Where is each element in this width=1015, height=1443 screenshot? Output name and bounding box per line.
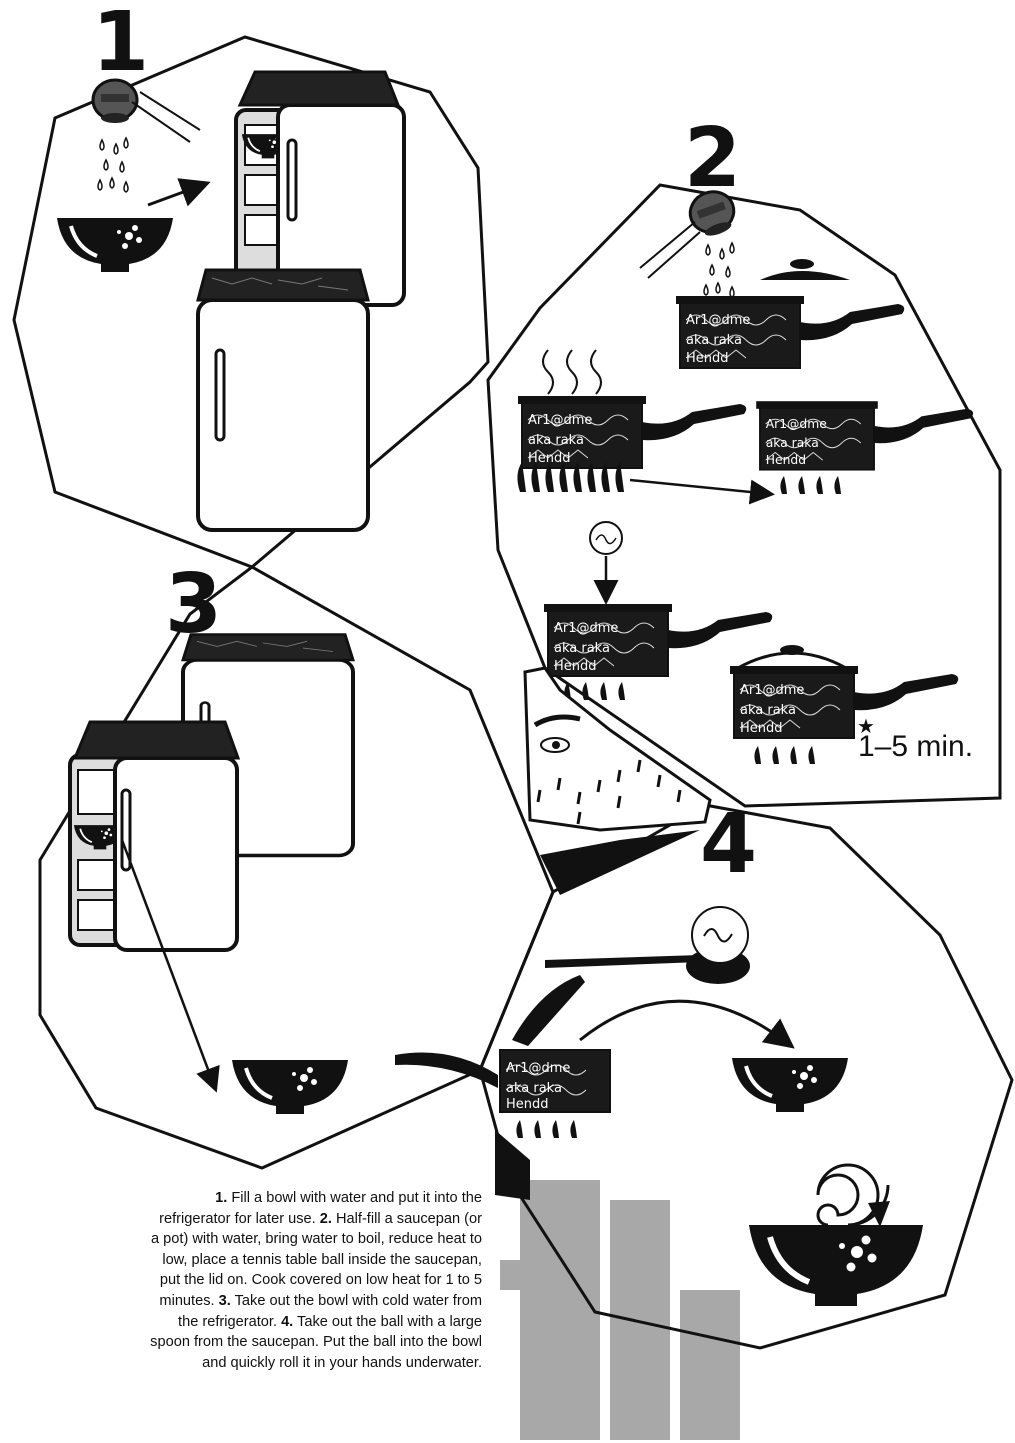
arrow-icon (148, 184, 205, 205)
saucepan-covered-icon: Ar1@dme aka raka Hendd (730, 666, 958, 738)
bowl-icon (57, 218, 173, 272)
man-face-illustration (525, 668, 710, 830)
svg-text:aka raka: aka raka (766, 436, 819, 450)
saucepan-with-ball-icon: Ar1@dme aka raka Hendd (544, 604, 772, 676)
fridge-open-icon (70, 722, 238, 950)
svg-text:Ar1@dme: Ar1@dme (686, 313, 750, 328)
arrow-icon (580, 1001, 790, 1045)
step-1-number: 1 (92, 0, 149, 90)
fridge-closed-icon (198, 270, 368, 530)
steam-icon (543, 350, 601, 394)
ball-icon (590, 522, 622, 554)
water-drops-icon (98, 138, 128, 192)
svg-text:Ar1@dme: Ar1@dme (766, 417, 827, 431)
step-2-illustration: Ar1@dme aka raka Hendd Ar1@dme aka raka … (517, 186, 973, 764)
step-1-illustration (57, 72, 404, 530)
low-flame-icon (754, 746, 815, 764)
svg-text:aka raka: aka raka (506, 1081, 562, 1096)
svg-text:Hendd: Hendd (554, 659, 597, 674)
ball-icon (692, 907, 748, 963)
saucepan-boiling-icon: Ar1@dme aka raka Hendd (518, 396, 746, 468)
large-bowl-icon (749, 1225, 923, 1306)
saucepan-low-heat-icon: Ar1@dme aka raka Hendd (756, 401, 973, 469)
svg-text:Hendd: Hendd (766, 453, 806, 467)
timer-label: 1–5 min. (858, 730, 973, 763)
saucepan-icon: Ar1@dme aka raka Hendd (676, 296, 904, 368)
low-flame-icon (516, 1120, 577, 1138)
instructions-text: 1. Fill a bowl with water and put it int… (150, 1188, 482, 1373)
bowl-icon (732, 1058, 848, 1112)
svg-text:Ar1@dme: Ar1@dme (554, 621, 618, 636)
faucet-icon (93, 80, 137, 123)
svg-text:Hendd: Hendd (506, 1097, 549, 1112)
svg-text:aka raka: aka raka (740, 703, 796, 718)
svg-text:Ar1@dme: Ar1@dme (740, 683, 804, 698)
background-figure-dark (495, 830, 700, 1200)
low-flame-icon (564, 682, 625, 700)
svg-text:aka raka: aka raka (686, 333, 742, 348)
lid-icon (738, 645, 846, 668)
svg-text:Hendd: Hendd (686, 351, 729, 366)
svg-text:aka raka: aka raka (528, 433, 584, 448)
svg-text:aka raka: aka raka (554, 641, 610, 656)
svg-text:Ar1@dme: Ar1@dme (528, 413, 592, 428)
step-3-illustration (70, 635, 353, 1115)
lid-icon (760, 259, 850, 280)
saucepan-icon: Ar1@dme aka raka Hendd (500, 1050, 610, 1112)
bowl-icon (232, 1060, 348, 1114)
svg-text:Hendd: Hendd (740, 721, 783, 736)
lid-icon (512, 975, 585, 1046)
low-flame-icon (780, 476, 841, 494)
rolling-spiral-icon (818, 1165, 890, 1227)
svg-text:Ar1@dme: Ar1@dme (506, 1061, 570, 1076)
water-drops-icon (704, 243, 734, 297)
arrow-icon (630, 480, 770, 494)
